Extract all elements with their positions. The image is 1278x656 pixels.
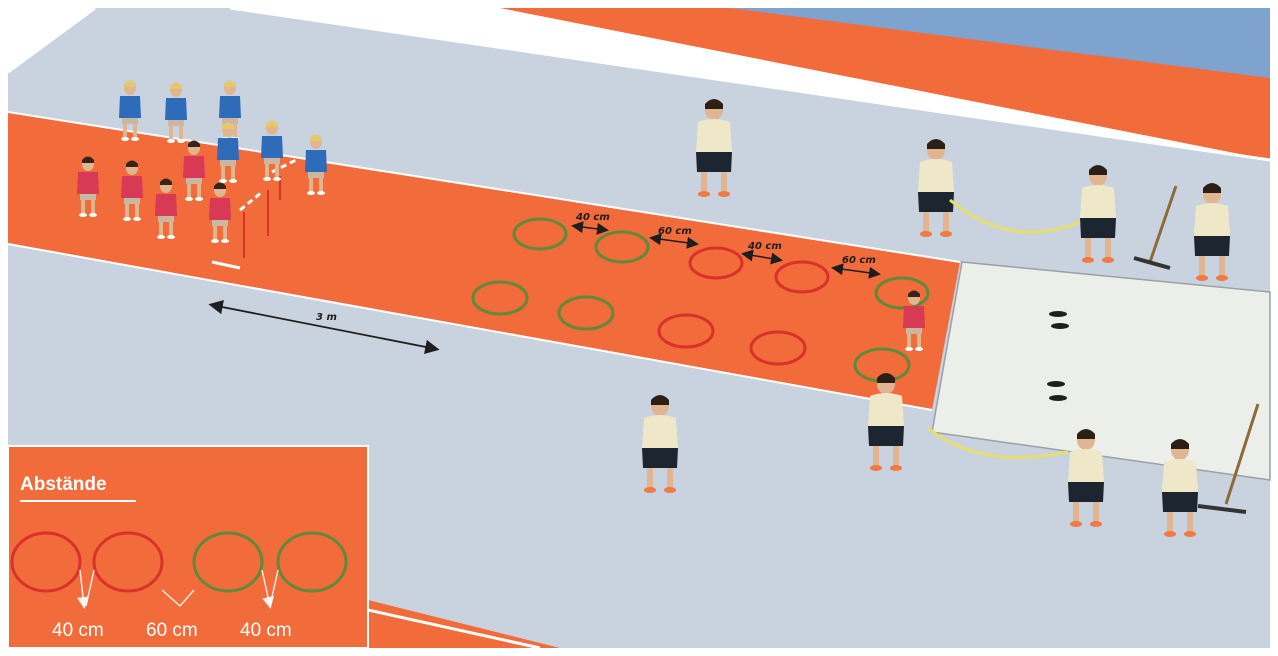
hoop-icon bbox=[874, 276, 930, 310]
outer-orange-bottom bbox=[368, 600, 560, 648]
court-line-left bbox=[7, 6, 96, 74]
court-line-bottom bbox=[367, 608, 541, 650]
lane-border-top bbox=[7, 111, 961, 263]
spacing-label-1: 40 cm bbox=[575, 212, 610, 223]
spacing-label-4: 60 cm bbox=[842, 255, 876, 266]
hoop-icon bbox=[92, 531, 164, 593]
distance-label-3m: 3 m bbox=[316, 312, 337, 323]
double-arrow-icon bbox=[741, 249, 783, 265]
double-arrow-icon bbox=[571, 221, 609, 235]
wall-blue bbox=[730, 8, 1270, 78]
orange-lane bbox=[8, 112, 960, 410]
legend-pointer bbox=[179, 589, 195, 607]
legend-pointer bbox=[77, 569, 89, 609]
double-arrow-icon bbox=[649, 233, 699, 249]
lane-border-bottom bbox=[7, 243, 933, 411]
legend-pointer bbox=[269, 569, 279, 607]
hoop-icon bbox=[594, 230, 650, 264]
hoop-icon bbox=[657, 313, 715, 349]
hoop-icon bbox=[774, 260, 830, 294]
double-arrow-icon bbox=[831, 263, 881, 279]
legend-title: Abstände bbox=[20, 474, 107, 495]
hoop-icon bbox=[192, 531, 264, 593]
rope-icon bbox=[927, 426, 1069, 459]
hoop-icon bbox=[276, 531, 348, 593]
rake-icon bbox=[1197, 403, 1260, 514]
spacing-arrows: 40 cm 60 cm 40 cm 60 cm bbox=[571, 212, 881, 279]
legend-pointer bbox=[261, 569, 274, 609]
legend-background bbox=[7, 445, 369, 649]
footprint-icon bbox=[1049, 311, 1069, 329]
legend-pointer bbox=[161, 589, 181, 607]
legend-distance-1: 40 cm bbox=[52, 620, 104, 641]
hoop-icon bbox=[471, 280, 529, 316]
hurdle-icon bbox=[211, 190, 269, 270]
legend-box: Abstände 40 cm 60 cm 40 cm bbox=[7, 445, 369, 649]
hoop-icon bbox=[557, 295, 615, 331]
legend-distance-2: 60 cm bbox=[146, 620, 198, 641]
court-line-top bbox=[229, 6, 1271, 162]
rope-icon bbox=[949, 198, 1081, 234]
footprint-icon bbox=[1047, 381, 1067, 401]
hoop-icon bbox=[10, 531, 82, 593]
legend-distance-3: 40 cm bbox=[240, 620, 292, 641]
landing-mat bbox=[931, 261, 1271, 481]
hoop-icon bbox=[749, 330, 807, 366]
double-arrow-icon bbox=[208, 300, 440, 354]
outer-orange-top bbox=[8, 8, 1270, 160]
rake-icon bbox=[1133, 185, 1178, 270]
spacing-label-3: 40 cm bbox=[747, 241, 782, 252]
legend-pointer bbox=[85, 569, 95, 607]
hoop-icon bbox=[512, 217, 568, 251]
spacing-label-2: 60 cm bbox=[658, 226, 692, 237]
